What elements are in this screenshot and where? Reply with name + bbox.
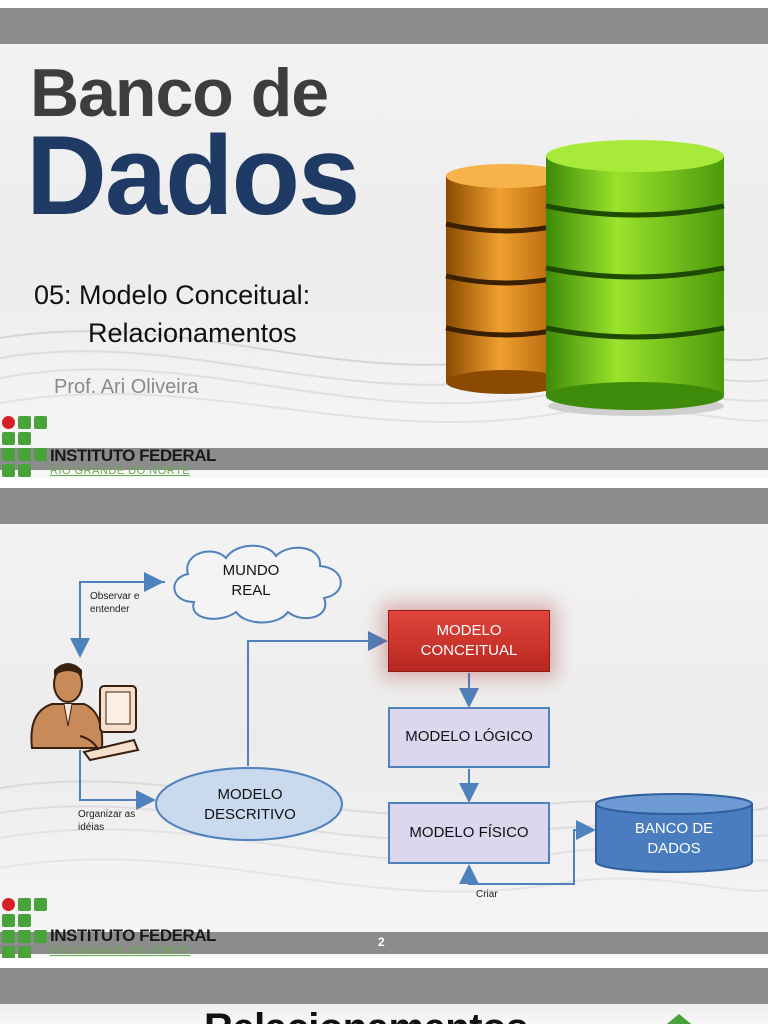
page-number: 2 xyxy=(378,935,385,949)
slide-top-bar xyxy=(0,488,768,524)
cloud-shape xyxy=(173,544,342,624)
slide-top-bar xyxy=(0,968,768,1004)
institute-name: INSTITUTO FEDERAL xyxy=(50,446,216,465)
institute-logo-icon xyxy=(2,416,48,478)
slide-bottom-bar xyxy=(0,448,768,470)
criar-label: Criar xyxy=(476,889,498,900)
slide-top-bar xyxy=(0,8,768,44)
database-cylinders-icon xyxy=(445,140,725,416)
modelo-fisico-box: MODELO FÍSICO xyxy=(388,802,550,864)
mundo-real-label: MUNDO REAL xyxy=(222,561,280,599)
organizar-label: Organizar as idéias xyxy=(78,809,136,833)
person-computer-icon xyxy=(30,663,140,762)
title-line-1: Banco de xyxy=(30,55,329,131)
banco-de-dados-cylinder xyxy=(595,793,753,873)
observar-label: Observar e entender xyxy=(90,591,140,615)
banco-de-dados-label: BANCO DE DADOS xyxy=(634,819,714,857)
slide-bottom-bar xyxy=(0,932,768,954)
institute-subtitle: RIO GRANDE DO NORTE xyxy=(50,945,191,957)
slide-3: Relacionamentos xyxy=(0,968,768,1024)
subtitle-line-2: Relacionamentos xyxy=(88,318,297,348)
modelo-logico-box: MODELO LÓGICO xyxy=(388,707,550,768)
institute-subtitle: RIO GRANDE DO NORTE xyxy=(50,465,191,477)
slide-2: MUNDO REAL Observar e entender Organizar… xyxy=(0,488,768,958)
diamond-icon xyxy=(666,1014,692,1024)
author-name: Prof. Ari Oliveira xyxy=(54,376,199,398)
slide-1: Banco de Dados 05: Modelo Conceitual: Re… xyxy=(0,8,768,478)
diagram-arrows xyxy=(70,572,596,885)
modelo-descritivo-shape xyxy=(155,767,343,841)
slide-3-title: Relacionamentos xyxy=(204,1006,528,1024)
institute-name: INSTITUTO FEDERAL xyxy=(50,926,216,945)
subtitle-line-1: 05: Modelo Conceitual: xyxy=(34,280,311,310)
modelo-descritivo-label: MODELO DESCRITIVO xyxy=(204,785,296,823)
modelo-conceitual-box: MODELO CONCEITUAL xyxy=(388,610,550,672)
title-line-2: Dados xyxy=(26,113,360,238)
institute-logo-icon xyxy=(2,898,48,958)
